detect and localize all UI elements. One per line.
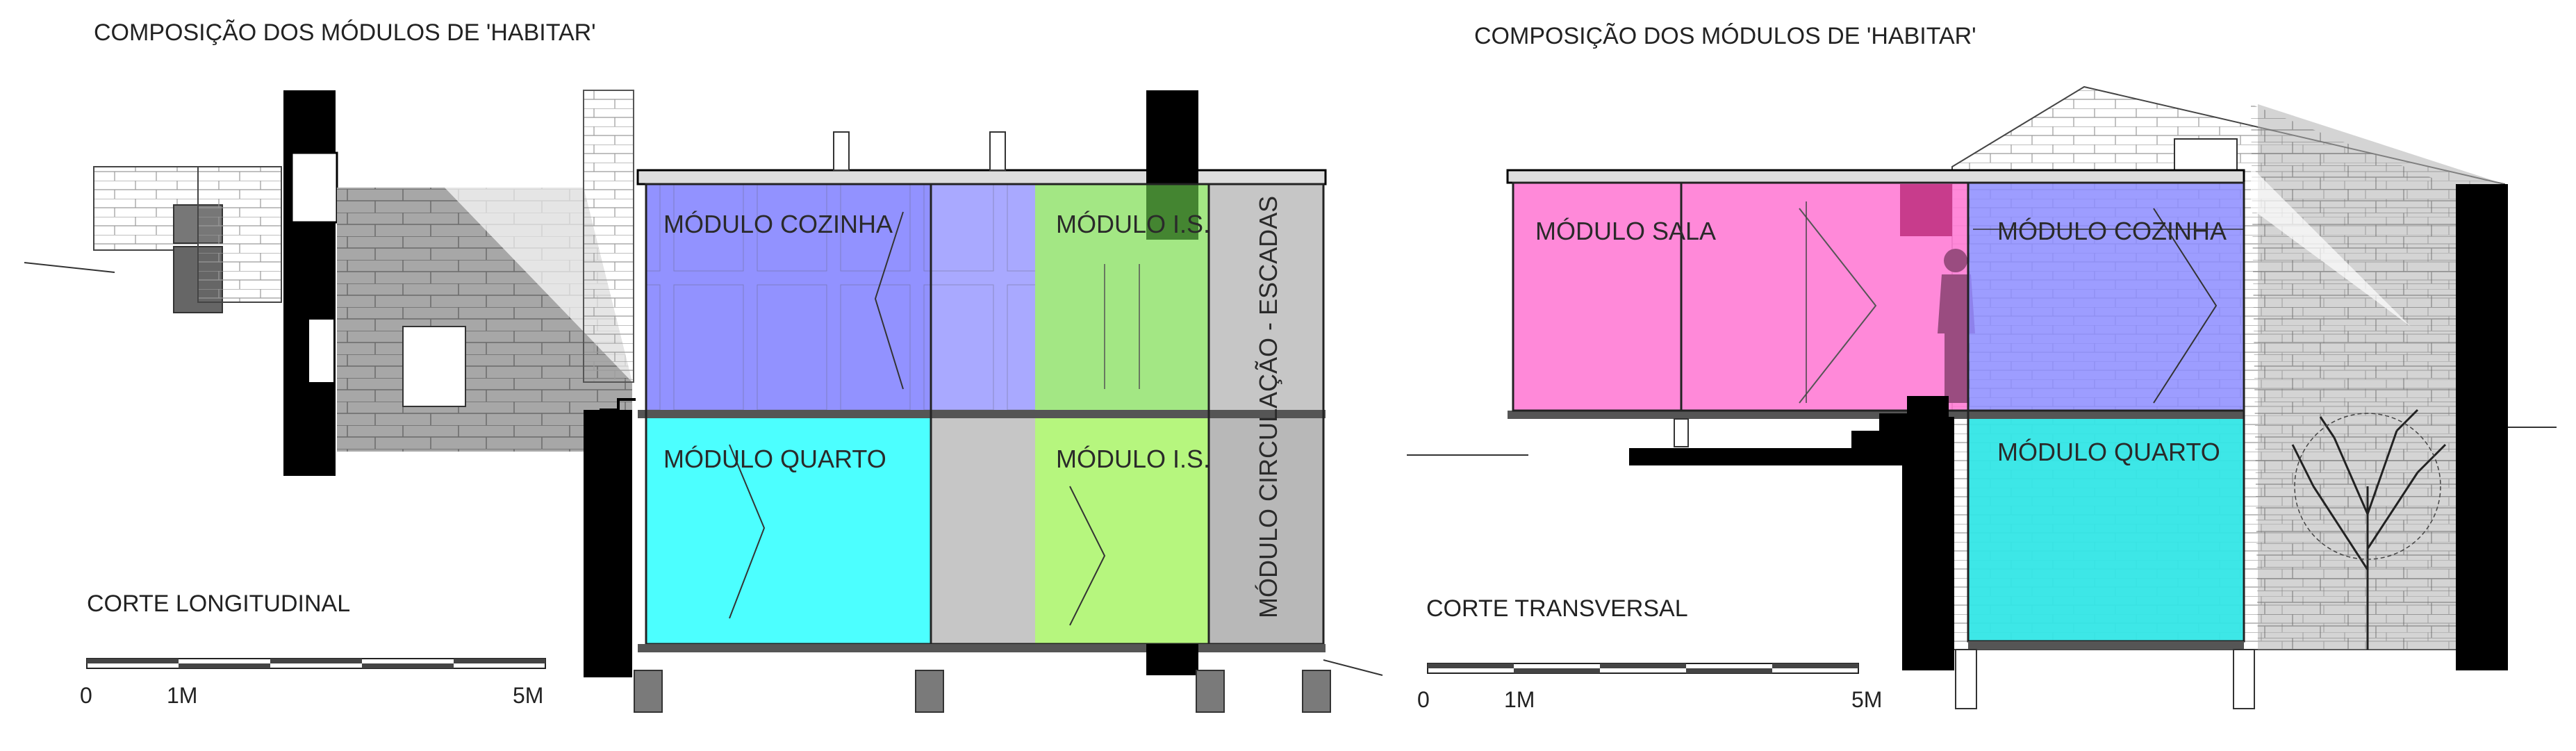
tree bbox=[2291, 408, 2447, 650]
label-wc-lower: MÓDULO I.S. bbox=[1056, 445, 1210, 473]
label-wc-upper: MÓDULO I.S. bbox=[1056, 210, 1210, 238]
scale-bar-right bbox=[1427, 663, 1859, 674]
scale-one-left: 1M bbox=[167, 683, 197, 708]
black-wall-right bbox=[2456, 184, 2508, 670]
label-living: MÓDULO SALA bbox=[1535, 217, 1716, 245]
footings-left bbox=[634, 670, 1331, 713]
module-wc-lower bbox=[1035, 418, 1209, 644]
footings-right bbox=[1955, 649, 2255, 709]
module-kitchen-right bbox=[1968, 183, 2244, 411]
label-bedroom-right: MÓDULO QUARTO bbox=[1997, 438, 2220, 466]
composition-title-right: COMPOSIÇÃO DOS MÓDULOS DE 'HABITAR' bbox=[1474, 23, 1976, 49]
label-kitchen-left: MÓDULO COZINHA bbox=[663, 210, 893, 238]
module-bedroom-right bbox=[1968, 419, 2244, 641]
scale-five-left: 5M bbox=[513, 683, 543, 708]
lower-floor-left bbox=[646, 418, 1323, 644]
section-title-right: CORTE TRANSVERSAL bbox=[1426, 595, 1688, 622]
transversal-section: COMPOSIÇÃO DOS MÓDULOS DE 'HABITAR' bbox=[1407, 23, 2557, 712]
scale-five-right: 5M bbox=[1851, 687, 1882, 712]
composition-title-left: COMPOSIÇÃO DOS MÓDULOS DE 'HABITAR' bbox=[94, 19, 596, 46]
scale-bar-left bbox=[86, 658, 546, 669]
longitudinal-section: COMPOSIÇÃO DOS MÓDULOS DE 'HABITAR' bbox=[24, 19, 1383, 713]
chimney-black-right bbox=[1146, 90, 1198, 184]
black-wall-left bbox=[283, 90, 338, 476]
module-bedroom-left bbox=[646, 418, 931, 644]
roof-right bbox=[1506, 169, 2245, 184]
section-title-left: CORTE LONGITUDINAL bbox=[87, 591, 350, 617]
terrain-line-left bbox=[24, 262, 115, 273]
stair-foundation bbox=[1629, 396, 1954, 670]
foundation-wall-left bbox=[584, 410, 632, 677]
label-kitchen-right: MÓDULO COZINHA bbox=[1997, 217, 2227, 245]
label-circulation: MÓDULO CIRCULAÇÃO - ESCADAS bbox=[1254, 196, 1282, 618]
scale-one-right: 1M bbox=[1504, 687, 1535, 712]
roof-left bbox=[636, 169, 1327, 185]
scale-zero-right: 0 bbox=[1417, 687, 1430, 712]
module-living bbox=[1513, 183, 1968, 411]
neighbour-house bbox=[93, 166, 282, 313]
scale-zero-left: 0 bbox=[80, 683, 92, 708]
slab-right bbox=[1508, 411, 2244, 419]
slab-left bbox=[638, 410, 1326, 418]
upper-floor-left bbox=[646, 184, 1323, 410]
human-figure bbox=[1938, 249, 1975, 403]
module-circulation-upper bbox=[1209, 184, 1323, 410]
label-bedroom-left: MÓDULO QUARTO bbox=[663, 445, 886, 473]
stone-chimney bbox=[583, 90, 634, 383]
